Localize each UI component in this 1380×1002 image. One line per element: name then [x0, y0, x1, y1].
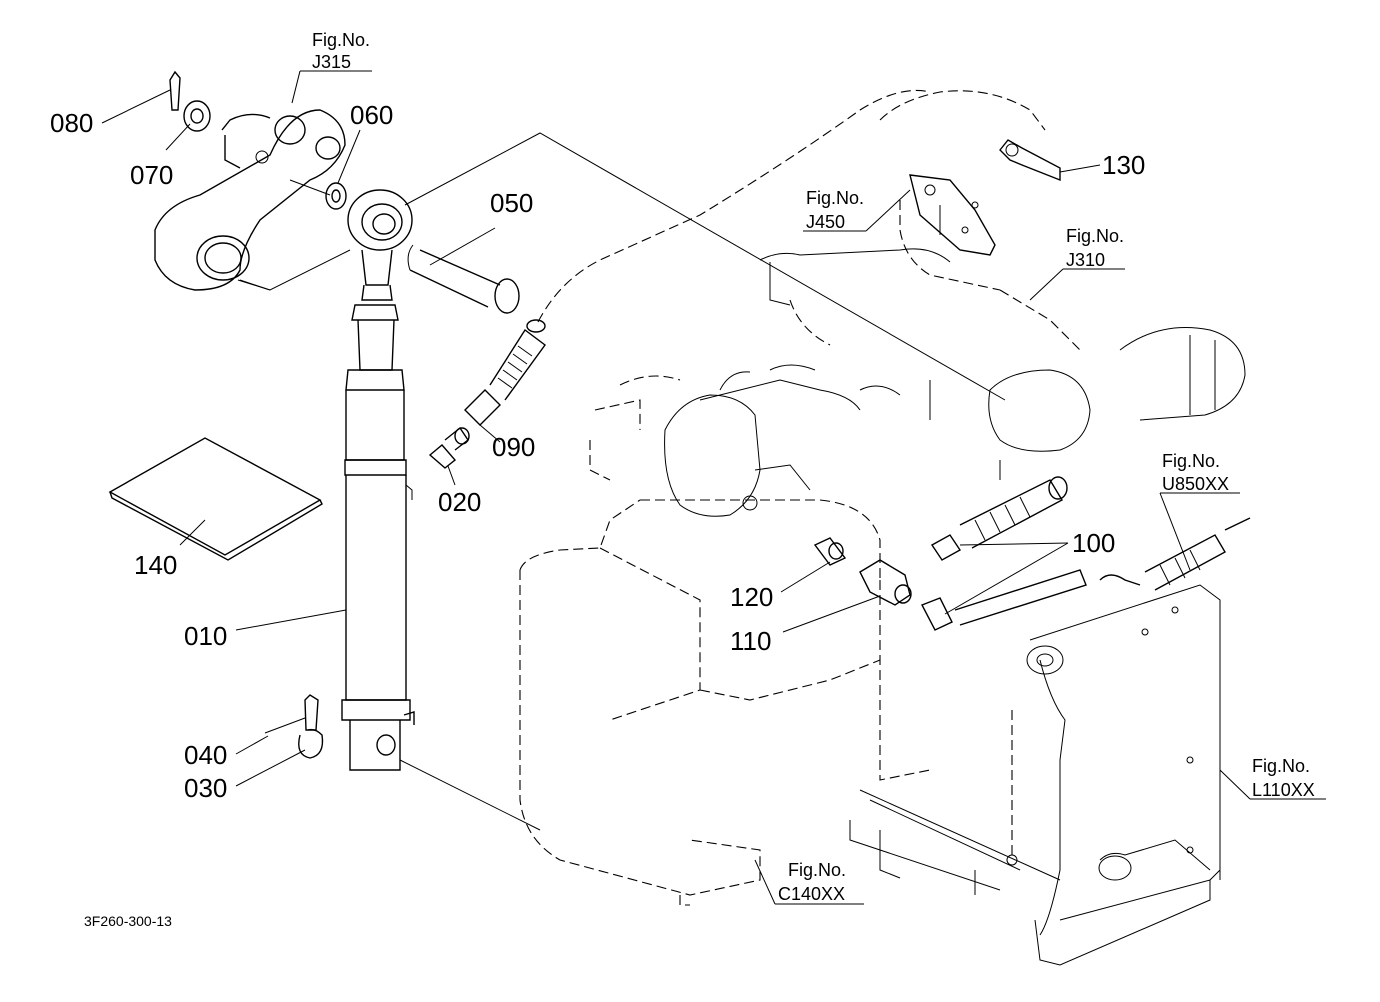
cylinder-010 [341, 304, 415, 771]
figref-u850-title: Fig.No. [1162, 451, 1220, 471]
clip-040 [264, 717, 306, 734]
hose-u850 [1099, 517, 1251, 591]
figref-c140-code: C140XX [778, 884, 845, 904]
figref-j315-title: Fig.No. [312, 30, 370, 50]
figref-c140-title: Fig.No. [788, 860, 846, 880]
axle-housing [759, 90, 1246, 480]
elbow-020 [428, 426, 470, 469]
mounting-bracket [849, 584, 1221, 966]
rod-end [347, 189, 413, 301]
label-120: 120 [730, 582, 773, 612]
washer-070 [183, 100, 211, 132]
lift-arm [154, 109, 351, 291]
label-080: 080 [50, 108, 93, 138]
label-050: 050 [490, 188, 533, 218]
figref-j450-title: Fig.No. [806, 188, 864, 208]
figref-u850-code: U850XX [1162, 474, 1229, 494]
plate-j450 [909, 174, 996, 256]
label-010: 010 [184, 621, 227, 651]
label-070: 070 [130, 160, 173, 190]
label-110: 110 [730, 626, 771, 656]
label-090: 090 [492, 432, 535, 462]
drawing-code: 3F260-300-13 [84, 913, 172, 929]
figref-j310-code: J310 [1066, 250, 1105, 270]
hose-100-upper [930, 476, 1068, 561]
pin-050 [407, 244, 520, 314]
hose-090 [464, 319, 546, 426]
hydraulic-block [664, 364, 861, 517]
label-030: 030 [184, 773, 227, 803]
figref-l110-code: L110XX [1252, 780, 1315, 800]
cotter-pin-080 [169, 70, 181, 111]
figref-j450-code: J450 [806, 212, 845, 232]
manual-140 [108, 437, 323, 561]
hose-route [237, 89, 1006, 401]
figref-j315-code: J315 [312, 52, 351, 72]
hose-100-lower [921, 569, 1087, 631]
label-100: 100 [1072, 528, 1115, 558]
label-130: 130 [1102, 150, 1145, 180]
label-140: 140 [134, 550, 177, 580]
leader-lines [101, 70, 1326, 905]
label-060: 060 [350, 100, 393, 130]
figref-l110-title: Fig.No. [1252, 756, 1310, 776]
label-020: 020 [438, 487, 481, 517]
figref-j310-title: Fig.No. [1066, 226, 1124, 246]
fitting-120 [813, 537, 847, 566]
label-040: 040 [184, 740, 227, 770]
transmission-housing [519, 375, 931, 906]
pin-030 [298, 694, 324, 759]
bracket-130 [999, 139, 1061, 182]
tee-110 [859, 559, 912, 606]
washer-060 [325, 182, 347, 210]
